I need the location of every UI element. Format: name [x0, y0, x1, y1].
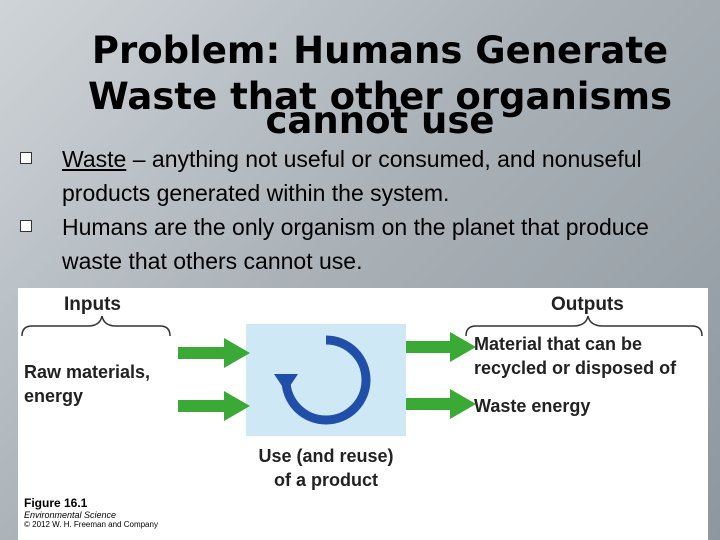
- bullet-box-icon: [20, 220, 32, 232]
- title-line-1: Problem: Humans Generate: [91, 29, 669, 72]
- center-label-line-1: Use (and reuse): [258, 446, 394, 466]
- bullet-item-waste: Waste – anything not useful or consumed,…: [20, 142, 710, 210]
- input-label-line-1: Raw materials,: [24, 362, 151, 382]
- figure-diagram: [21, 315, 703, 436]
- inputs-bracket: [21, 315, 171, 337]
- input-label: Raw materials, energy: [24, 360, 150, 408]
- output-label-waste-energy: Waste energy: [474, 396, 591, 416]
- caption-copyright: © 2012 W. H. Freeman and Company: [24, 520, 158, 529]
- bullet-item-humans: Humans are the only organism on the plan…: [20, 210, 710, 278]
- input-arrow-top-icon: [178, 338, 250, 368]
- title-line-3: cannot use: [265, 99, 495, 142]
- input-label-line-2: energy: [24, 386, 84, 406]
- title-line-2: Waste that other organisms: [87, 75, 673, 118]
- output-arrow-top-icon: [406, 332, 476, 362]
- center-label-line-2: of a product: [274, 470, 378, 490]
- slide-title: Problem: Humans Generate Waste that othe…: [60, 28, 700, 144]
- figure-caption: Figure 16.1 Environmental Science © 2012…: [24, 496, 158, 529]
- caption-number: Figure 16.1: [24, 496, 88, 510]
- bullet-text: – anything not useful or consumed, and n…: [62, 146, 642, 206]
- output-arrow-bottom-icon: [406, 389, 476, 419]
- cycle-arrowhead-icon: [274, 374, 298, 392]
- caption-book: Environmental Science: [24, 510, 117, 520]
- bullet-term: Waste: [62, 146, 127, 172]
- input-arrow-bottom-icon: [178, 391, 250, 421]
- outputs-header: Outputs: [551, 294, 624, 315]
- inputs-header: Inputs: [64, 294, 121, 315]
- center-label: Use (and reuse) of a product: [244, 444, 408, 492]
- bullet-list: Waste – anything not useful or consumed,…: [20, 142, 710, 278]
- figure-16-1: Inputs Outputs Raw materials, energy Mat…: [18, 288, 708, 540]
- output-label-material: Material that can be recycled or dispose…: [474, 332, 676, 380]
- bullet-text: Humans are the only organism on the plan…: [62, 214, 649, 274]
- outputs-bracket: [465, 315, 703, 337]
- output-label-material-line-1: Material that can be: [474, 334, 643, 354]
- cycle-arrow-icon: [281, 335, 371, 425]
- output-label-material-line-2: recycled or disposed of: [474, 358, 677, 378]
- bullet-box-icon: [20, 152, 32, 164]
